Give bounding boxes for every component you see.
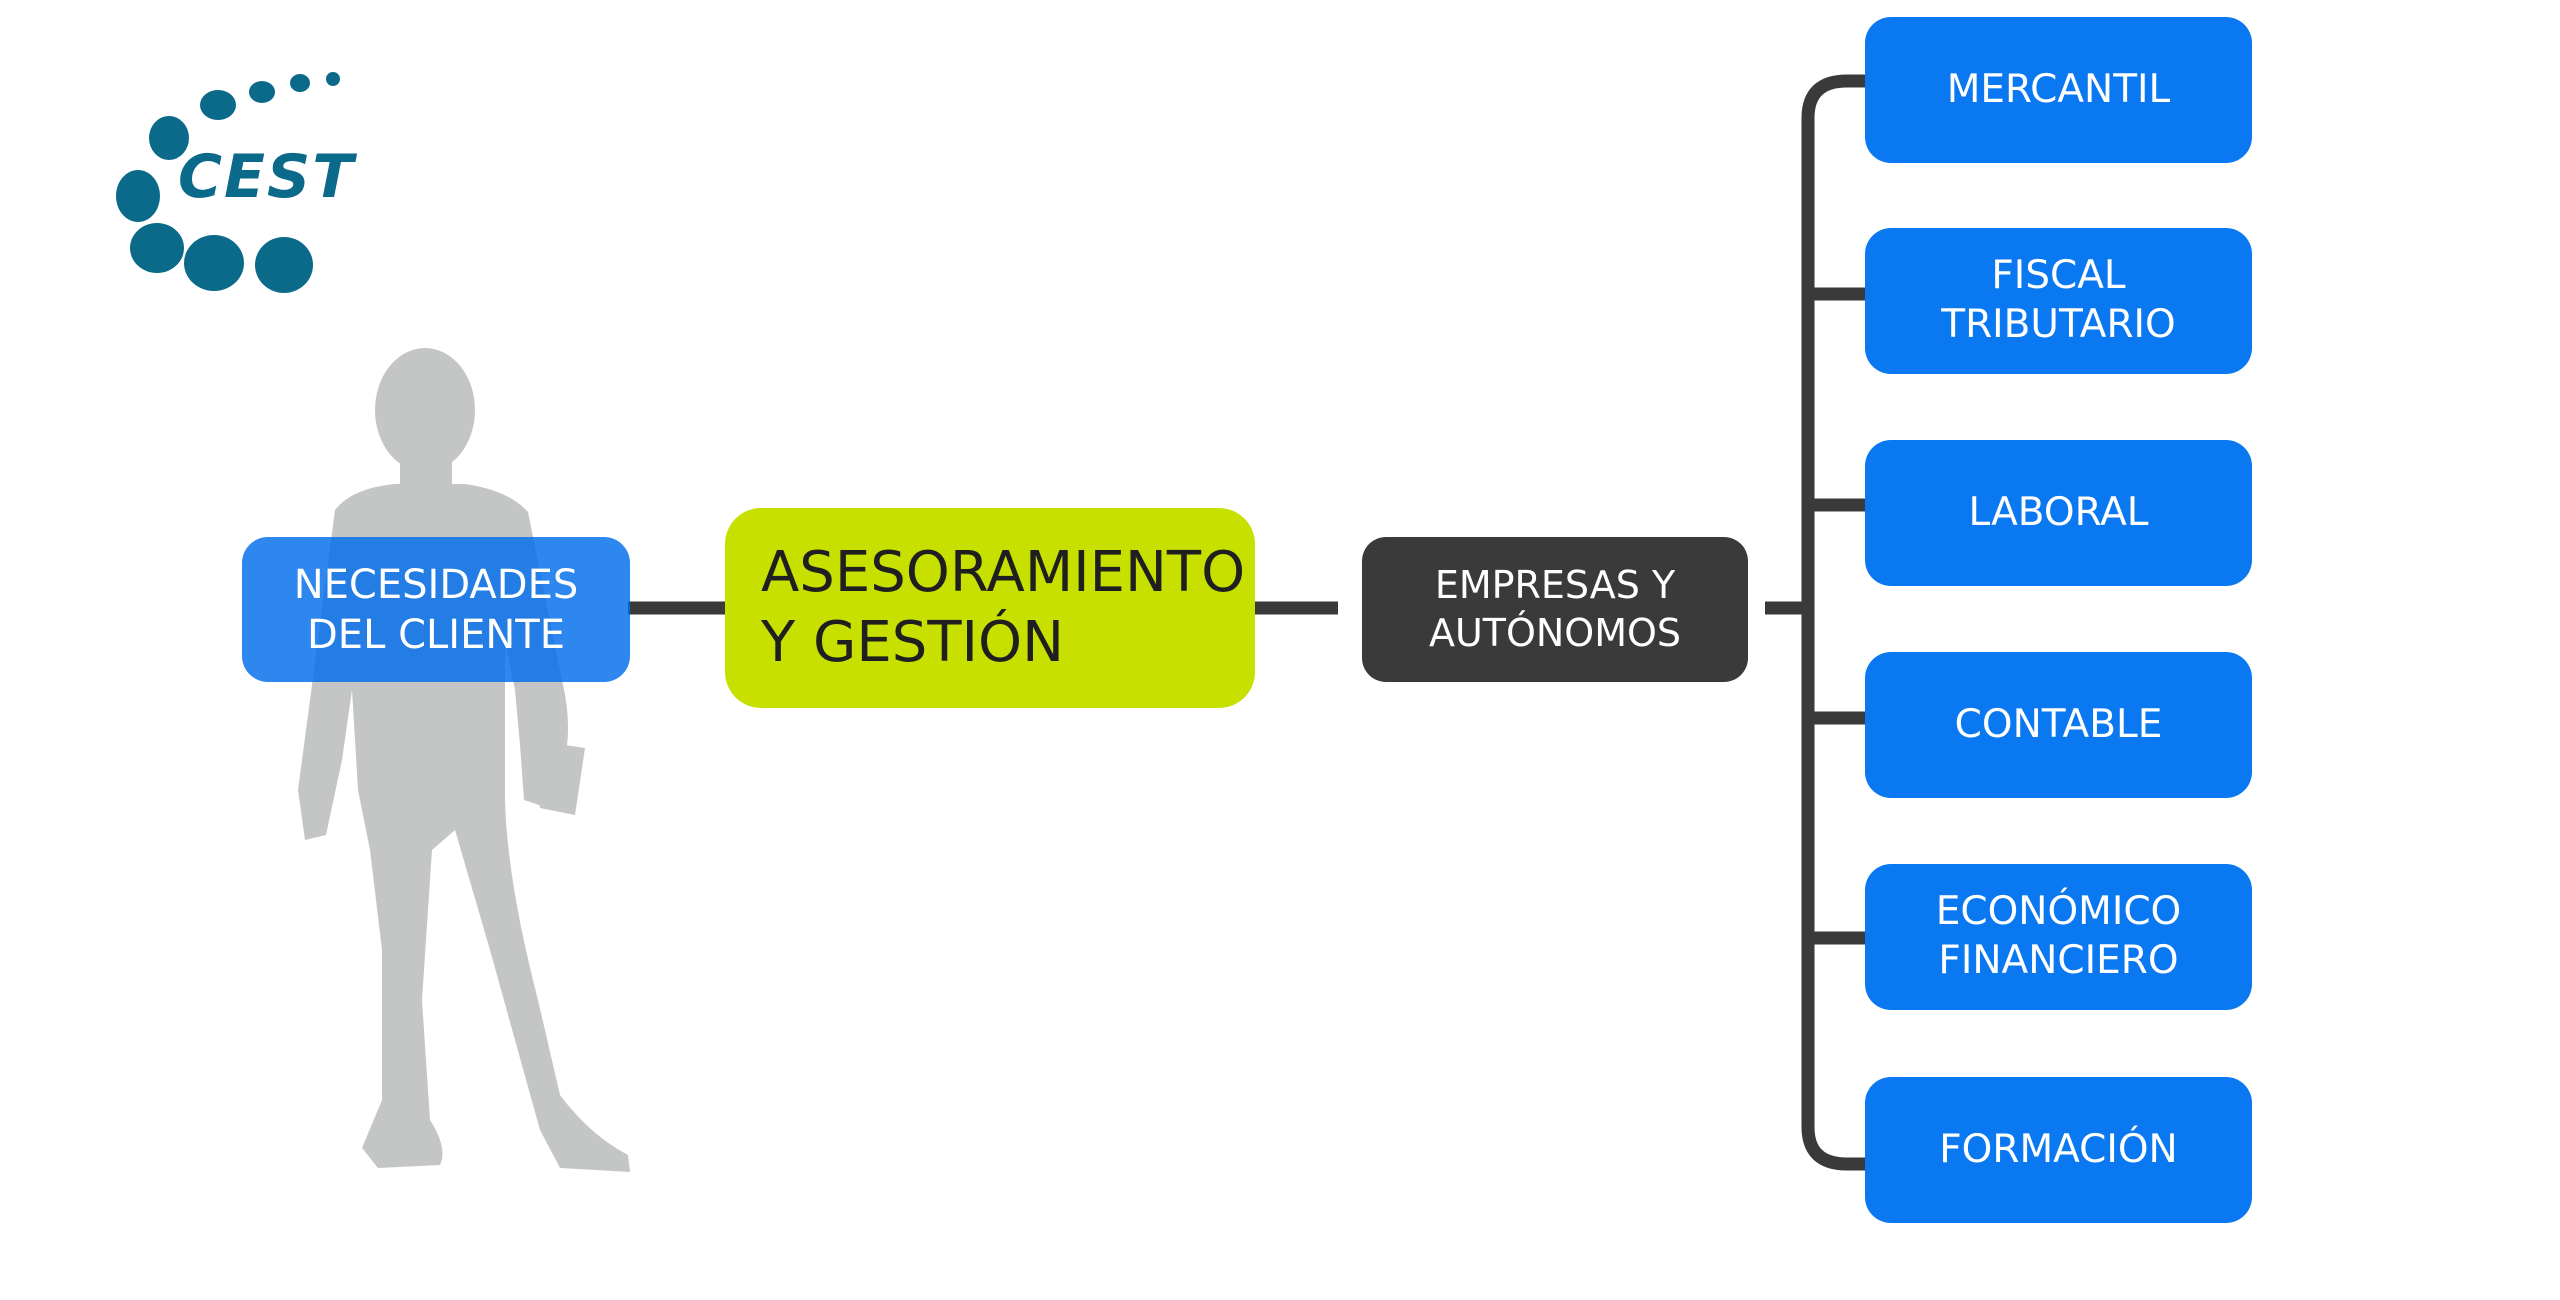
service-label: FINANCIERO bbox=[1938, 938, 2179, 983]
service-label: FISCAL bbox=[1991, 253, 2126, 299]
core-service-line-1: ASESORAMIENTO bbox=[761, 540, 1246, 605]
service-box-fiscal: FISCAL TRIBUTARIO bbox=[1865, 228, 2252, 374]
core-service-box: ASESORAMIENTO Y GESTIÓN bbox=[725, 508, 1255, 708]
logo-text: CEST bbox=[178, 142, 356, 212]
service-label: CONTABLE bbox=[1954, 701, 2163, 747]
service-label: ECONÓMICO bbox=[1935, 889, 2182, 935]
service-tree-bracket bbox=[1801, 74, 1875, 1171]
clients-line-2: AUTÓNOMOS bbox=[1428, 610, 1682, 655]
service-label: LABORAL bbox=[1968, 489, 2149, 535]
service-box-mercantil: MERCANTIL bbox=[1865, 17, 2252, 163]
service-label: TRIBUTARIO bbox=[1941, 302, 2176, 347]
client-needs-line-1: NECESIDADES bbox=[293, 561, 579, 608]
person-silhouette-icon bbox=[298, 348, 630, 1172]
client-needs-line-2: DEL CLIENTE bbox=[307, 611, 565, 658]
service-box-economico: ECONÓMICO FINANCIERO bbox=[1865, 864, 2252, 1010]
service-box-contable: CONTABLE bbox=[1865, 652, 2252, 798]
service-label: MERCANTIL bbox=[1946, 66, 2171, 112]
clients-line-1: EMPRESAS Y bbox=[1434, 563, 1676, 607]
core-service-line-2: Y GESTIÓN bbox=[761, 610, 1065, 675]
connector-lines bbox=[628, 74, 1875, 1171]
client-needs-box: NECESIDADES DEL CLIENTE bbox=[242, 537, 630, 682]
service-box-laboral: LABORAL bbox=[1865, 440, 2252, 586]
clients-box: EMPRESAS Y AUTÓNOMOS bbox=[1362, 537, 1748, 682]
service-box-formacion: FORMACIÓN bbox=[1865, 1077, 2252, 1223]
dot-swirl-logo-icon bbox=[116, 72, 340, 293]
service-label: FORMACIÓN bbox=[1939, 1126, 2178, 1172]
